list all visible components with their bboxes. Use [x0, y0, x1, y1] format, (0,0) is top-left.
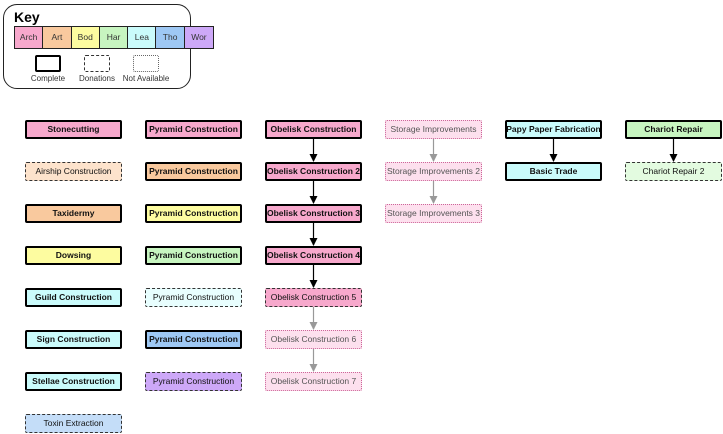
node-pyramid-construction-wor[interactable]: Pyramid Construction — [145, 372, 242, 391]
key-legend: Key Arch Art Bod Har Lea Tho Wor Complet… — [3, 4, 215, 89]
swatch-arch: Arch — [15, 27, 44, 48]
node-storage-improvements[interactable]: Storage Improvements — [385, 120, 482, 139]
node-pyramid-construction-har[interactable]: Pyramid Construction — [145, 246, 242, 265]
node-obelisk-construction-3[interactable]: Obelisk Construction 3 — [265, 204, 362, 223]
key-title: Key — [14, 9, 40, 25]
node-pyramid-construction-tho[interactable]: Pyramid Construction — [145, 330, 242, 349]
swatch-wor: Wor — [184, 27, 214, 48]
node-obelisk-construction-4[interactable]: Obelisk Construction 4 — [265, 246, 362, 265]
node-storage-improvements-2[interactable]: Storage Improvements 2 — [385, 162, 482, 181]
node-airship-construction[interactable]: Airship Construction — [25, 162, 122, 181]
legend-not-available-box — [133, 55, 159, 72]
node-basic-trade[interactable]: Basic Trade — [505, 162, 602, 181]
node-pyramid-construction-lea[interactable]: Pyramid Construction — [145, 288, 242, 307]
legend-complete-box — [35, 55, 61, 72]
node-papy-paper-fabrication[interactable]: Papy Paper Fabrication — [505, 120, 602, 139]
swatch-tho: Tho — [156, 27, 185, 48]
swatch-har: Har — [99, 27, 129, 48]
legend-not-available-label: Not Available — [122, 74, 170, 83]
node-obelisk-construction-2[interactable]: Obelisk Construction 2 — [265, 162, 362, 181]
node-obelisk-construction-6[interactable]: Obelisk Construction 6 — [265, 330, 362, 349]
node-obelisk-construction-5[interactable]: Obelisk Construction 5 — [265, 288, 362, 307]
legend-donations-label: Donations — [78, 74, 116, 83]
node-pyramid-construction-arch[interactable]: Pyramid Construction — [145, 120, 242, 139]
node-obelisk-construction-7[interactable]: Obelisk Construction 7 — [265, 372, 362, 391]
legend-not-available: Not Available — [116, 55, 176, 83]
legend-complete: Complete — [18, 55, 78, 83]
legend-donations: Donations — [67, 55, 127, 83]
node-stellae-construction[interactable]: Stellae Construction — [25, 372, 122, 391]
node-pyramid-construction-bod[interactable]: Pyramid Construction — [145, 204, 242, 223]
node-stonecutting[interactable]: Stonecutting — [25, 120, 122, 139]
node-taxidermy[interactable]: Taxidermy — [25, 204, 122, 223]
node-chariot-repair[interactable]: Chariot Repair — [625, 120, 722, 139]
node-obelisk-construction[interactable]: Obelisk Construction — [265, 120, 362, 139]
node-dowsing[interactable]: Dowsing — [25, 246, 122, 265]
node-toxin-extraction[interactable]: Toxin Extraction — [25, 414, 122, 433]
legend-donations-box — [84, 55, 110, 72]
node-storage-improvements-3[interactable]: Storage Improvements 3 — [385, 204, 482, 223]
node-chariot-repair-2[interactable]: Chariot Repair 2 — [625, 162, 722, 181]
category-swatches: Arch Art Bod Har Lea Tho Wor — [14, 26, 215, 49]
swatch-bod: Bod — [71, 27, 100, 48]
node-guild-construction[interactable]: Guild Construction — [25, 288, 122, 307]
node-pyramid-construction-art[interactable]: Pyramid Construction — [145, 162, 242, 181]
node-sign-construction[interactable]: Sign Construction — [25, 330, 122, 349]
swatch-art: Art — [43, 27, 72, 48]
swatch-lea: Lea — [128, 27, 157, 48]
legend-complete-label: Complete — [30, 74, 66, 83]
